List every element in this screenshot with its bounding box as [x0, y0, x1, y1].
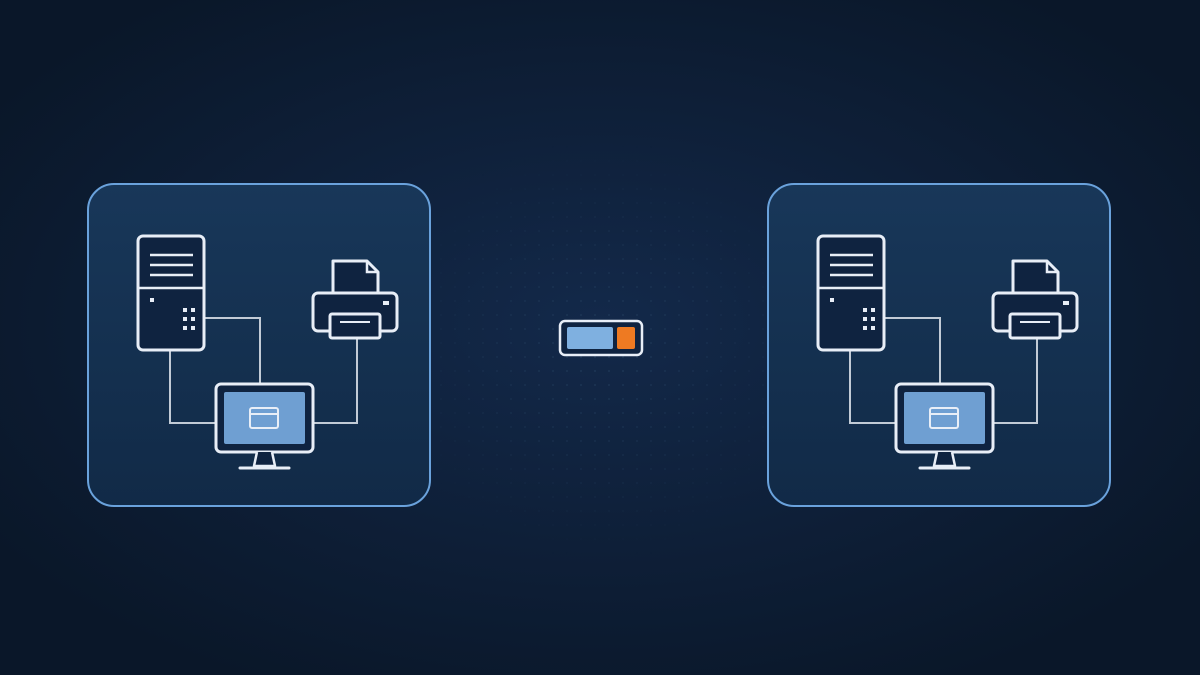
- printer-icon: [311, 259, 399, 340]
- desktop-monitor-icon: [214, 382, 315, 470]
- wires: [849, 317, 1038, 424]
- wires: [169, 317, 358, 424]
- server-tower-icon: [136, 234, 206, 352]
- network-panel-left: [87, 183, 431, 507]
- server-tower-icon: [816, 234, 886, 352]
- bridge-module-icon: [558, 319, 644, 357]
- printer-icon: [991, 259, 1079, 340]
- desktop-monitor-icon: [894, 382, 995, 470]
- network-panel-right: [767, 183, 1111, 507]
